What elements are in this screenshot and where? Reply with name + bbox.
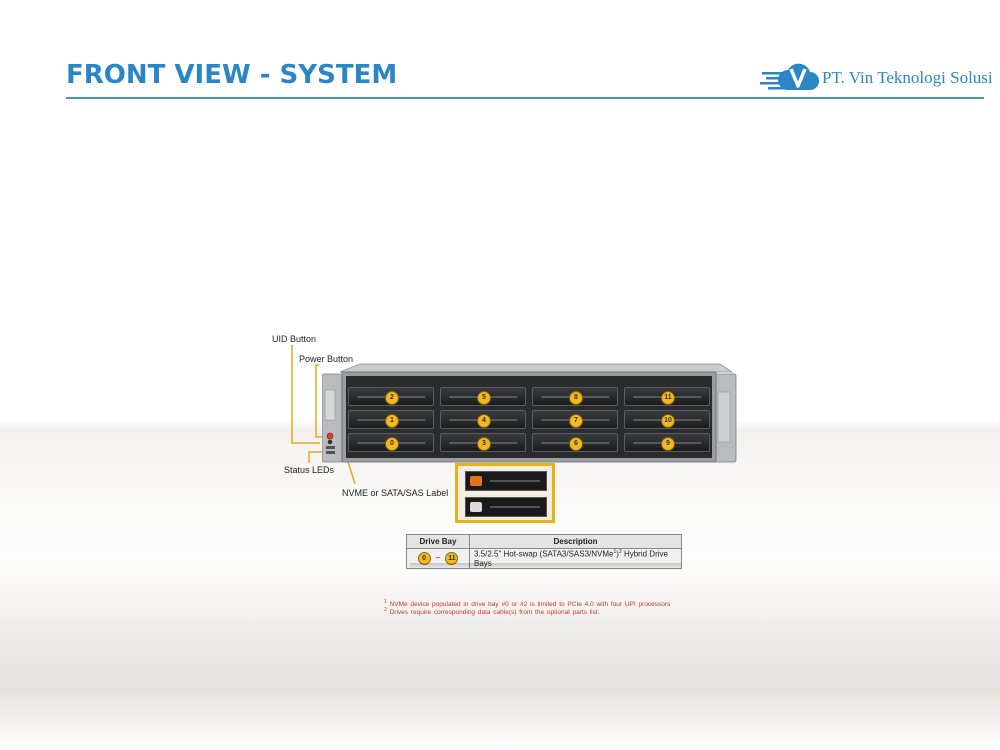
- power-leader-line: [315, 364, 324, 438]
- drive-label-caption: NVME or SATA/SAS Label: [342, 488, 449, 498]
- brand-name: PT. Vin Teknologi Solusi: [822, 68, 993, 87]
- footnote-marker: 1: [384, 599, 387, 605]
- sas-label-icon: [470, 502, 482, 512]
- drive-tray[interactable]: 8: [532, 387, 618, 406]
- page-title: FRONT VIEW - SYSTEM: [66, 60, 398, 90]
- drive-tray[interactable]: 10: [624, 410, 710, 429]
- footnote-text: NVMe device populated in drive bay #0 or…: [386, 601, 671, 609]
- table-shadow: [410, 563, 682, 569]
- description-text: Hybrid Drive Bays: [474, 549, 668, 568]
- drive-bay-number: 2: [385, 391, 399, 405]
- tray-grip: [490, 480, 540, 482]
- drive-tray[interactable]: 0: [348, 433, 434, 452]
- table-row: 0 – 11 3.5/2.5" Hot-swap (SATA3/SAS3/NVM…: [406, 548, 682, 569]
- tray-grip: [490, 506, 540, 508]
- drive-bay-number: 7: [569, 414, 583, 428]
- description-text: ): [616, 549, 619, 559]
- inset-tray-nvme: [465, 471, 547, 491]
- uid-leader-line: [291, 345, 320, 444]
- drive-tray[interactable]: 11: [624, 387, 710, 406]
- drive-tray[interactable]: 2: [348, 387, 434, 406]
- drive-tray[interactable]: 7: [532, 410, 618, 429]
- description-text: 3.5/2.5" Hot-swap (SATA3/SAS3/NVMe: [474, 549, 614, 559]
- table-header-row: Drive Bay Description: [406, 534, 682, 549]
- bay-dash: –: [435, 553, 441, 563]
- nvme-label-icon: [470, 476, 482, 486]
- inset-tray-sas: [465, 497, 547, 517]
- uid-button-icon: [326, 432, 334, 440]
- col-description: Description: [469, 534, 682, 549]
- status-led-icon: [326, 446, 335, 449]
- drive-bay-table: Drive Bay Description 0 – 11 3.5/2.5" Ho…: [406, 534, 682, 569]
- drive-bay-number: 8: [569, 391, 583, 405]
- cloud-logo-icon: [760, 63, 819, 90]
- drive-bay-number: 3: [477, 437, 491, 451]
- drive-tray[interactable]: 3: [440, 433, 526, 452]
- drive-tray[interactable]: 4: [440, 410, 526, 429]
- company-logo: [760, 63, 819, 90]
- description-sup: 2: [618, 549, 622, 555]
- drive-tray[interactable]: 6: [532, 433, 618, 452]
- drive-label-inset: [455, 463, 555, 523]
- bay-range-cell: 0 – 11: [406, 548, 470, 569]
- drive-tray[interactable]: 1: [348, 410, 434, 429]
- footnote-1: 1 NVMe device populated in drive bay #0 …: [384, 599, 670, 608]
- power-button-icon: [327, 439, 333, 445]
- footnote-2: 2 Drives require corresponding data cabl…: [384, 607, 599, 616]
- footnote-text: Drives require corresponding data cable(…: [386, 609, 600, 617]
- drive-bay-number: 10: [661, 414, 675, 428]
- title-underline: [66, 97, 984, 99]
- uid-button-label: UID Button: [272, 334, 317, 344]
- bay-badge-end: 11: [445, 551, 459, 565]
- status-led-icon: [326, 451, 335, 454]
- footnote-marker: 2: [384, 607, 387, 613]
- drive-bay-number: 6: [569, 437, 583, 451]
- description-sup: 1: [613, 549, 617, 555]
- drive-bay-number: 4: [477, 414, 491, 428]
- drive-tray[interactable]: 9: [624, 433, 710, 452]
- drive-bay-number: 0: [385, 437, 399, 451]
- drive-tray[interactable]: 5: [440, 387, 526, 406]
- drive-bay-number: 9: [661, 437, 675, 451]
- status-leds-label: Status LEDs: [284, 465, 335, 475]
- drive-bay-number: 1: [385, 414, 399, 428]
- drive-bay-number: 11: [661, 391, 675, 405]
- col-drive-bay: Drive Bay: [406, 534, 470, 549]
- leds-leader-line: [308, 451, 326, 463]
- bay-badge-start: 0: [417, 551, 431, 565]
- power-button-label: Power Button: [299, 354, 354, 364]
- drive-bay-number: 5: [477, 391, 491, 405]
- bay-description-cell: 3.5/2.5" Hot-swap (SATA3/SAS3/NVMe1)2 Hy…: [469, 548, 682, 569]
